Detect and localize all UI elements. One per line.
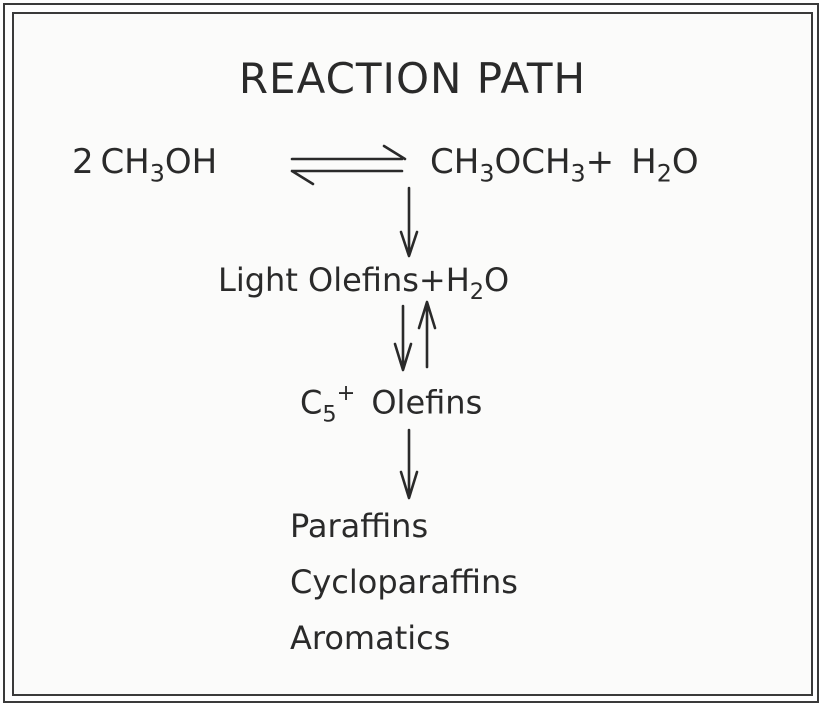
outer-border [3, 3, 819, 703]
c5-plus-olefins: C5+ Olefins [300, 380, 483, 428]
arrow-to-light-olefins [399, 186, 419, 258]
light-olefins-water: Light Olefins+H2O [218, 261, 510, 305]
arrow-to-products [399, 428, 419, 500]
equilibrium-arrow [290, 144, 407, 186]
diagram-title: REACTION PATH [238, 54, 587, 103]
diagram-panel [12, 12, 813, 696]
arrow-up-to-light-olefins [417, 300, 437, 369]
product-dimethyl-ether-water: CH3OCH3+ H2O [430, 142, 699, 188]
product-paraffins: Paraffins [290, 507, 429, 545]
product-cycloparaffins: Cycloparaffins [290, 563, 518, 601]
arrow-down-to-c5-olefins [393, 304, 413, 372]
reactant-methanol: 2 CH3OH [72, 142, 218, 188]
product-aromatics: Aromatics [290, 619, 451, 657]
